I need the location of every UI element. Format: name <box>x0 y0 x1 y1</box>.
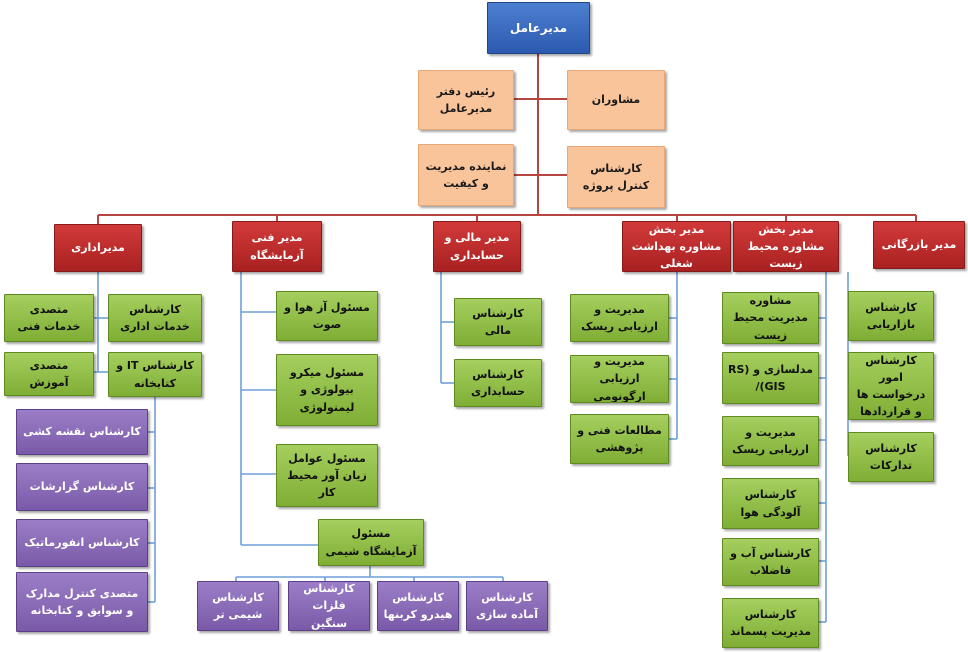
environment-unit-box-5: کارشناس آب و فاضلاب <box>722 538 819 586</box>
it-team-box-2: کارشناس گزارشات <box>16 463 148 511</box>
office-head-box: رئیس دفتر مدیرعامل <box>418 70 514 130</box>
finance-unit-box-1: کارشناس مالی <box>454 298 542 346</box>
ceo-box: مدیرعامل <box>487 2 590 54</box>
chem-lab-box-2: کارشناس هیدرو کربنها <box>377 581 459 631</box>
chem-lab-box-1: کارشناس آماده سازی <box>466 581 548 631</box>
tech-unit-box-1: مسئول آز هوا و صوت <box>276 291 378 341</box>
environment-unit-box-2: مدلسازی و RS) (GIS/ <box>722 352 819 404</box>
occupational-unit-box-3: مطالعات فنی و پژوهشی <box>570 414 669 464</box>
finance-unit-box-2: کارشناس حسابداری <box>454 359 542 407</box>
training-officer-box: متصدی آموزش <box>4 352 94 396</box>
environment-unit-box-6: کارشناس مدیریت پسماند <box>722 598 819 648</box>
environment-unit-box-3: مدیریت و ارزیابی ریسک <box>722 416 819 466</box>
tech-unit-box-4: مسئول آزمایشگاه شیمی <box>318 519 424 566</box>
finance-manager-box: مدیر مالی و حسابداری <box>433 221 521 272</box>
technical-manager-box: مدیر فنی آزمایشگاه <box>232 221 322 272</box>
tech-unit-box-3: مسئول عوامل زیان آور محیط کار <box>276 444 378 507</box>
it-team-box-4: متصدی کنترل مدارک و سوابق و کتابخانه <box>16 572 148 632</box>
quality-rep-box: نماینده مدیریت و کیفیت <box>418 144 514 206</box>
admin-manager-box: مدیراداری <box>54 224 142 272</box>
environment-unit-box-4: کارشناس آلودگی هوا <box>722 478 819 529</box>
occupational-unit-box-1: مدیریت و ارزیابی ریسک <box>570 294 669 342</box>
occupational-manager-box: مدیر بخش مشاوره بهداشت شغلی <box>622 221 731 272</box>
commerce-unit-box-2: کارشناس امور درخواست ها و قراردادها <box>848 352 934 420</box>
advisors-box: مشاوران <box>567 70 665 130</box>
admin-services-box: کارشناس خدمات اداری <box>108 294 202 342</box>
tech-services-box: متصدی خدمات فنی <box>4 294 94 342</box>
commerce-unit-box-1: کارشناس بازاریابی <box>848 291 934 341</box>
commerce-manager-box: مدیر بازرگانی <box>873 221 965 269</box>
project-control-box: کارشناس کنترل پروژه <box>567 146 665 208</box>
chem-lab-box-4: کارشناس شیمی تر <box>197 581 279 631</box>
environment-manager-box: مدیر بخش مشاوره محیط زیست <box>733 221 839 272</box>
tech-unit-box-2: مسئول میکرو بیولوژی و لیمنولوژی <box>276 354 378 426</box>
chem-lab-box-3: کارشناس فلزات سنگین <box>288 581 370 631</box>
it-library-box: کارشناس IT و کتابخانه <box>108 352 202 397</box>
it-team-box-1: کارشناس نقشه کشی <box>16 409 148 455</box>
occupational-unit-box-2: مدیریت و ارزیابی ارگونومی <box>570 355 669 403</box>
environment-unit-box-1: مشاوره مدیریت محیط زیست <box>722 292 819 344</box>
commerce-unit-box-3: کارشناس تدارکات <box>848 432 934 482</box>
it-team-box-3: کارشناس انفورماتیک <box>16 519 148 567</box>
